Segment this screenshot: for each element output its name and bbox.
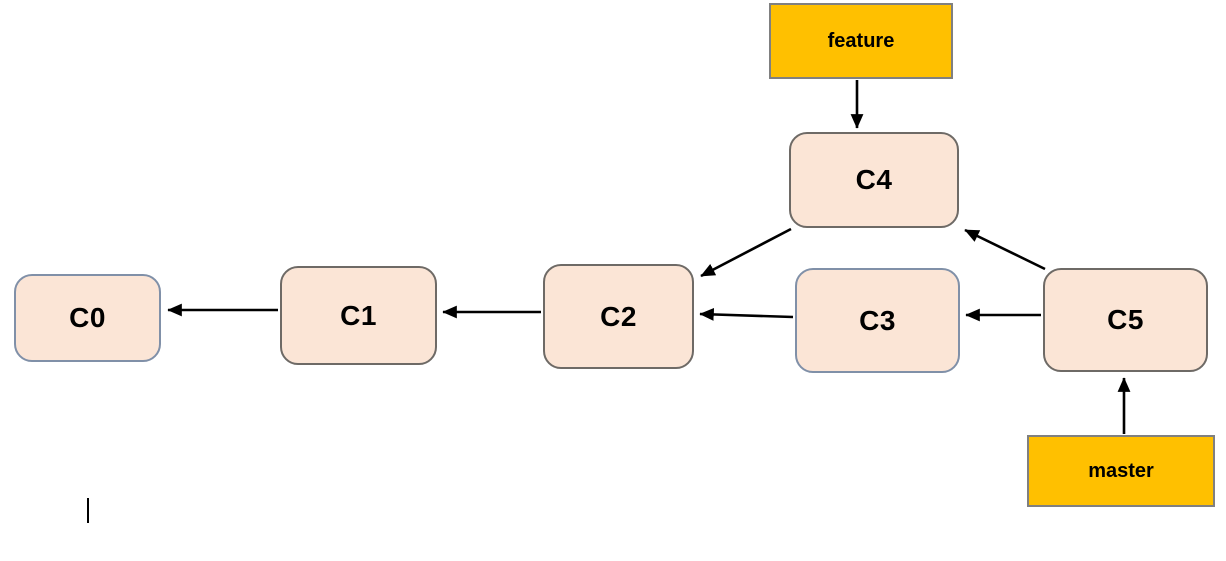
branch-label-master-text: master [1088, 459, 1154, 482]
branch-label-master: master [1027, 435, 1215, 507]
commit-node-c2-label: C2 [600, 300, 637, 332]
commit-node-c1: C1 [280, 266, 437, 365]
edge-c5-to-c4-arrow [964, 228, 1046, 271]
text-cursor-mark [87, 498, 89, 523]
branch-label-feature: feature [769, 3, 953, 79]
commit-node-c5: C5 [1043, 268, 1208, 372]
edge-c4-to-c2-arrow [700, 227, 792, 278]
commit-node-c4: C4 [789, 132, 959, 228]
commit-node-c0: C0 [14, 274, 161, 362]
commit-node-c3-label: C3 [859, 304, 896, 336]
edge-c3-to-c2-arrow [699, 308, 794, 321]
commit-node-c0-label: C0 [69, 302, 106, 333]
commit-node-c4-label: C4 [855, 164, 893, 195]
commit-node-c3: C3 [795, 268, 960, 373]
branch-label-feature-text: feature [827, 29, 895, 52]
commit-node-c5-label: C5 [1107, 304, 1144, 335]
commit-node-c1-label: C1 [340, 299, 377, 331]
commit-node-c2: C2 [543, 264, 694, 369]
